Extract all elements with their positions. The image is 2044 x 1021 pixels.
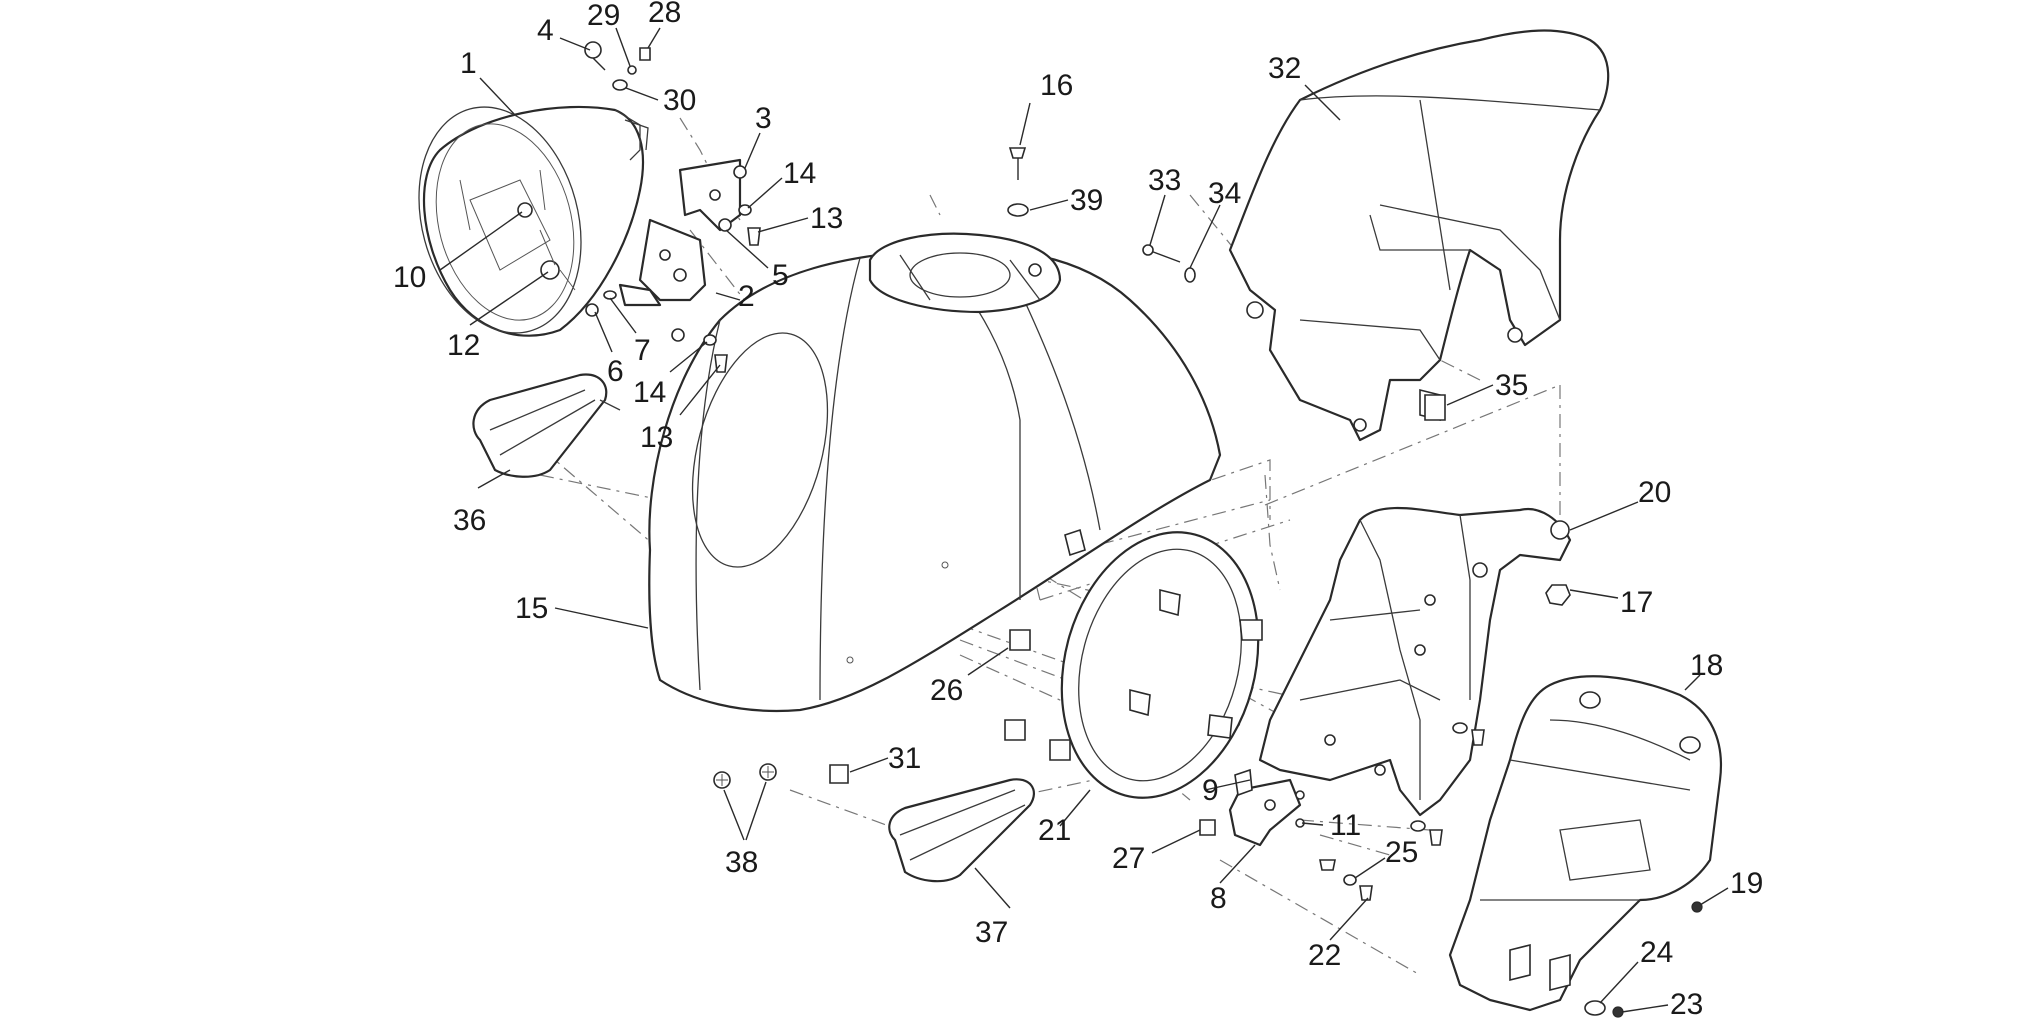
callout-38: 38	[725, 846, 758, 879]
callout-4: 4	[537, 14, 554, 47]
callout-22: 22	[1308, 939, 1341, 972]
callout-14-upper: 14	[783, 157, 816, 190]
front-fender-cover	[648, 232, 1222, 713]
callout-14-lower: 14	[633, 376, 666, 409]
callout-21: 21	[1038, 814, 1071, 847]
callout-35: 35	[1495, 369, 1528, 402]
callout-15: 15	[515, 592, 548, 625]
indicator-cover-upper	[472, 373, 621, 478]
callout-28: 28	[648, 0, 681, 29]
small-plate	[1228, 768, 1302, 847]
callout-29: 29	[587, 0, 620, 32]
callout-12: 12	[447, 329, 480, 362]
callout-26: 26	[930, 674, 963, 707]
callout-13-lower: 13	[640, 421, 673, 454]
callout-20: 20	[1638, 476, 1671, 509]
callout-3: 3	[755, 102, 772, 135]
callout-23: 23	[1670, 988, 1703, 1021]
callout-8: 8	[1210, 882, 1227, 915]
callout-25: 25	[1385, 836, 1418, 869]
callout-27: 27	[1112, 842, 1145, 875]
callout-10: 10	[393, 261, 426, 294]
callout-19: 19	[1730, 867, 1763, 900]
callout-9: 9	[1202, 774, 1219, 807]
indicator-cover-lower	[888, 778, 1035, 883]
callout-24: 24	[1640, 936, 1673, 969]
mounting-brackets	[618, 158, 742, 307]
callout-31: 31	[888, 742, 921, 775]
callout-34: 34	[1208, 177, 1241, 210]
callout-1: 1	[460, 47, 477, 80]
callout-16: 16	[1040, 69, 1073, 102]
callout-6: 6	[607, 355, 624, 388]
support-bracket	[1258, 506, 1572, 817]
under-cover	[1448, 675, 1722, 1012]
callout-30: 30	[663, 84, 696, 117]
callout-17: 17	[1620, 586, 1653, 619]
callout-13-upper: 13	[810, 202, 843, 235]
leader-lines	[439, 27, 1729, 1013]
callout-33: 33	[1148, 164, 1181, 197]
rear-fender	[1228, 29, 1610, 442]
callout-37: 37	[975, 916, 1008, 949]
callout-32: 32	[1268, 52, 1301, 85]
callout-2: 2	[738, 280, 755, 313]
callout-5: 5	[772, 259, 789, 292]
callout-39: 39	[1070, 184, 1103, 217]
headlamp-shell	[418, 105, 649, 337]
headlamp-ring	[1060, 531, 1263, 799]
callout-11: 11	[1330, 809, 1361, 842]
callout-labels: 1 2 3 4 5 6 7 8 9 10 11 12 13 13 14 14 1…	[393, 0, 1763, 1021]
callout-18: 18	[1690, 649, 1723, 682]
callout-7: 7	[634, 334, 651, 367]
callout-36: 36	[453, 504, 486, 537]
